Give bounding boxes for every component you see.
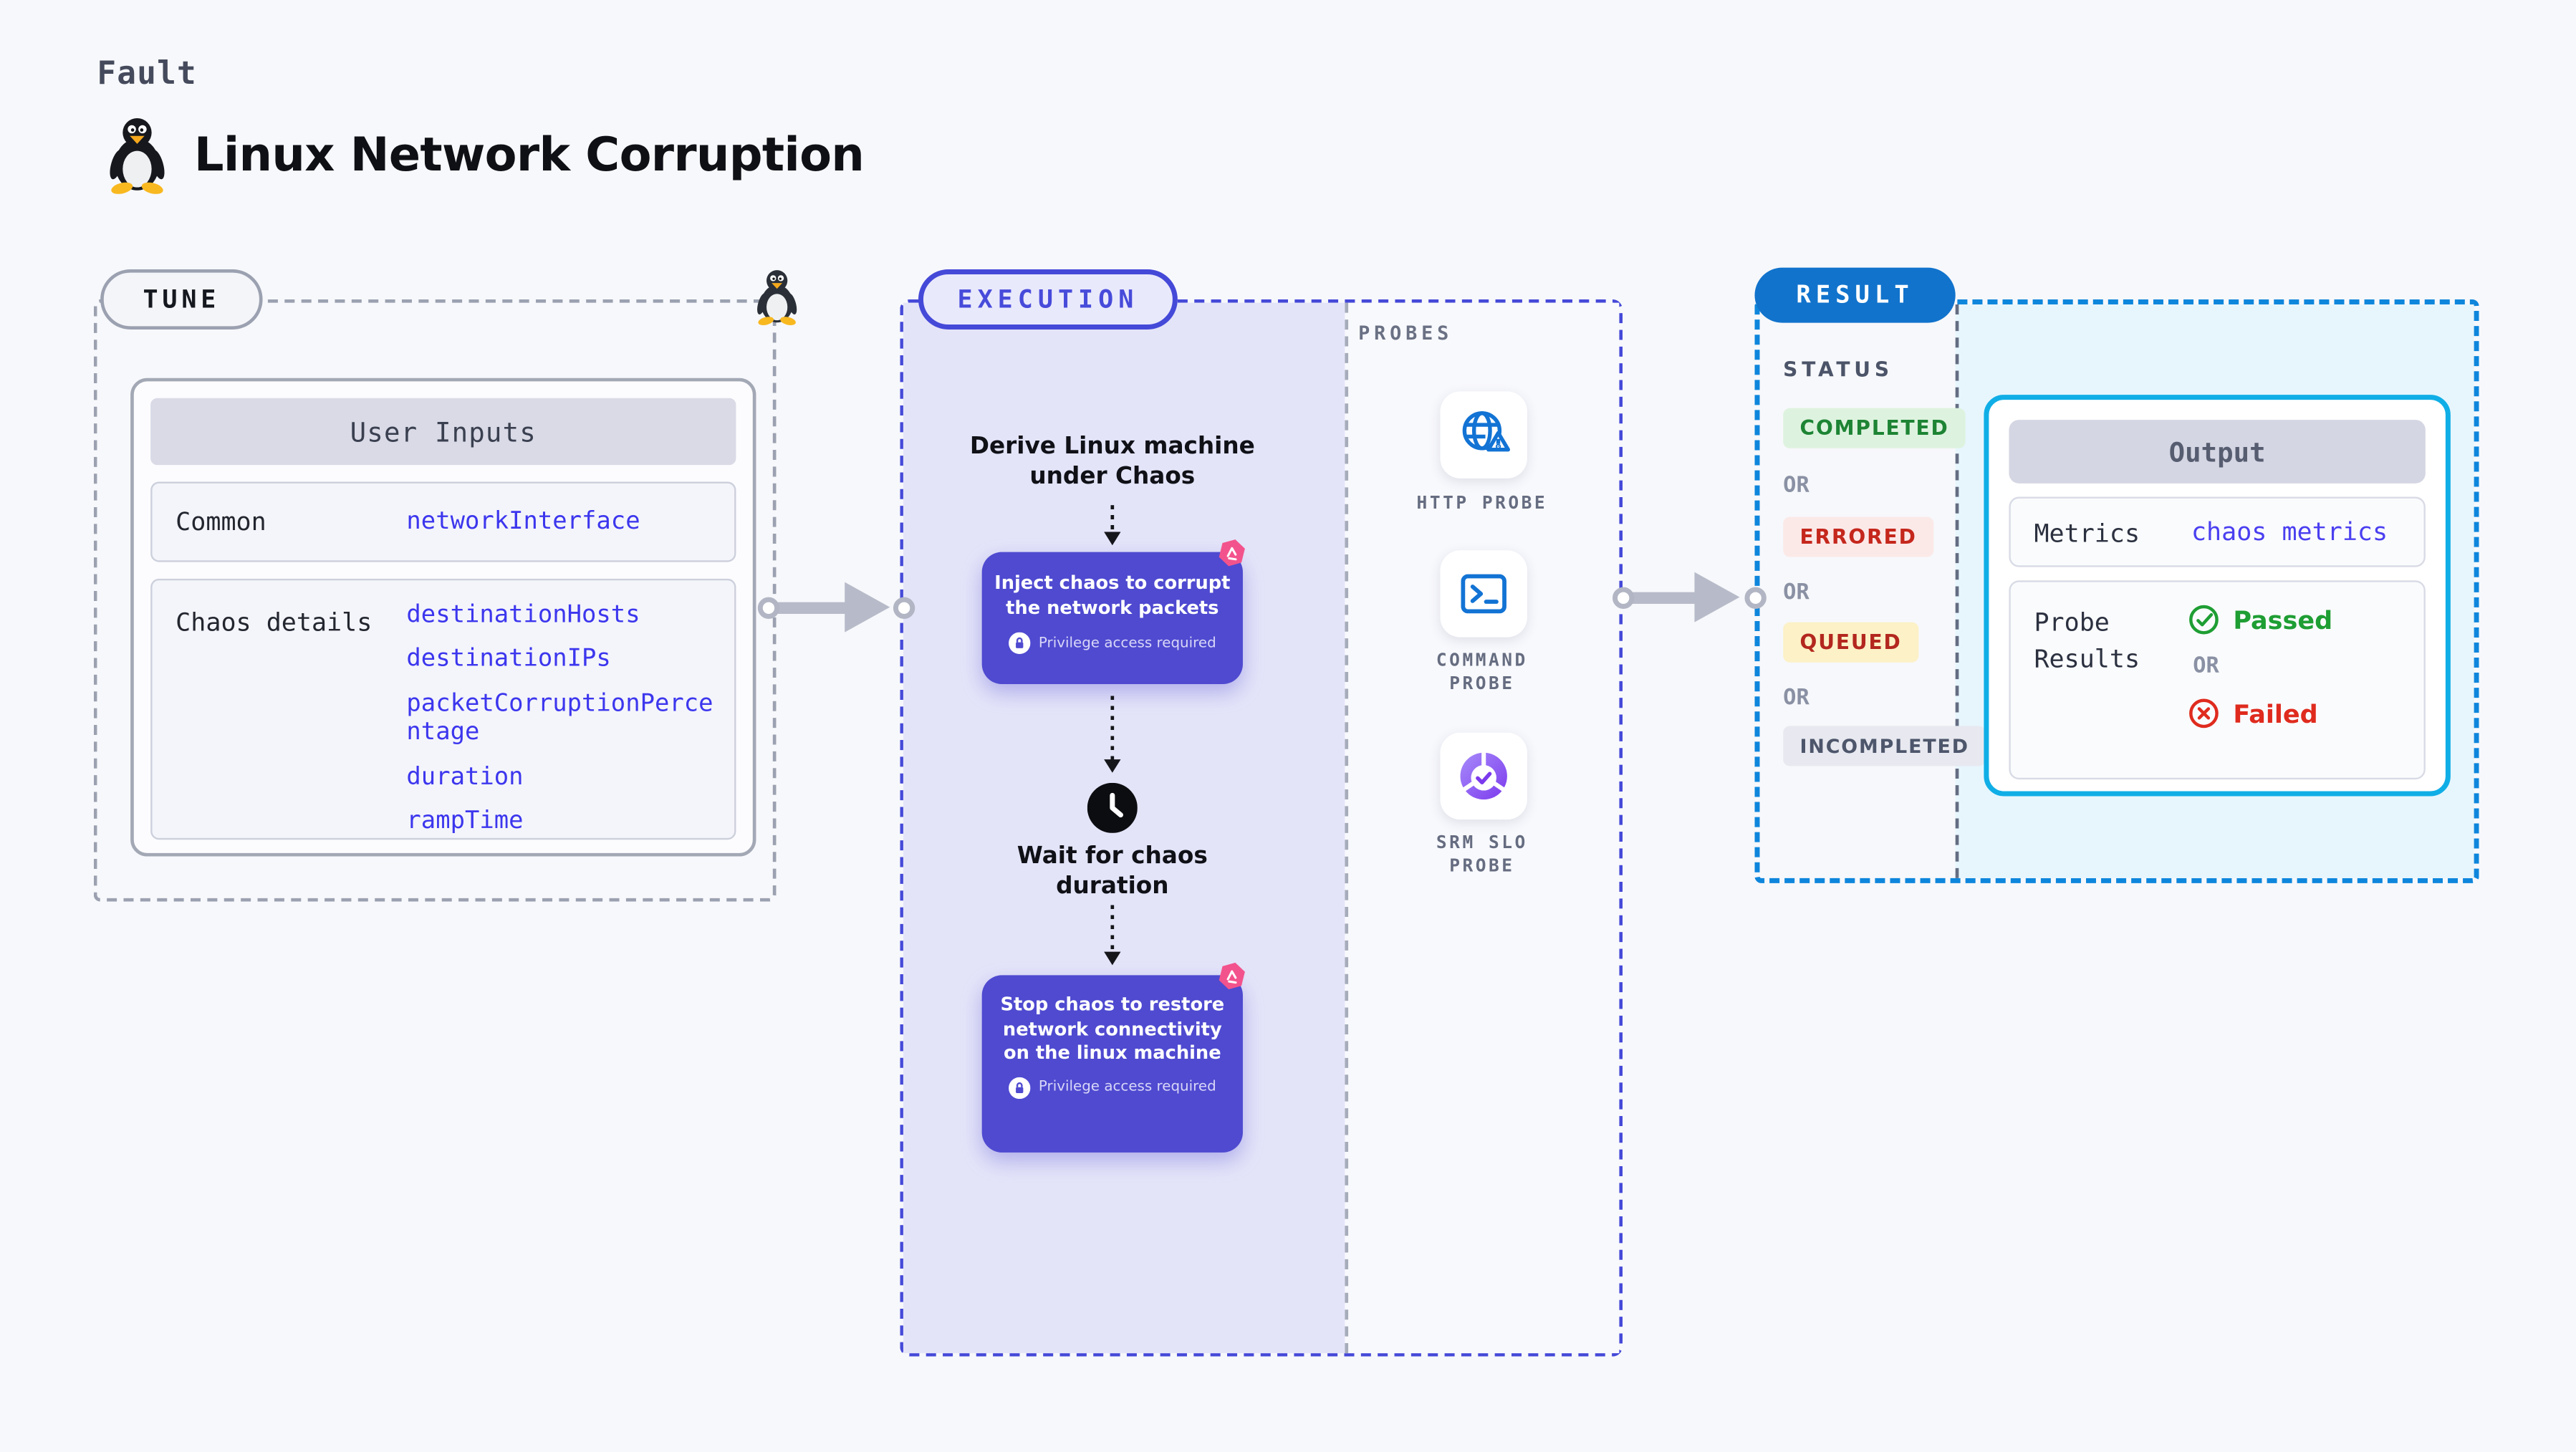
connector-node (1744, 586, 1766, 608)
failed-label: Failed (2233, 698, 2318, 729)
or-separator: OR (2193, 654, 2219, 680)
privilege-note: Privilege access required (1038, 1079, 1216, 1096)
terminal-icon (1461, 574, 1506, 614)
input-value: duration (406, 764, 524, 791)
passed-label: Passed (2233, 605, 2333, 635)
input-value: networkInterface (406, 508, 640, 536)
lock-icon (1008, 632, 1031, 655)
stop-chaos-step: Stop chaos to restore network connectivi… (981, 975, 1243, 1153)
connector-line (772, 601, 847, 613)
connector-node (1611, 586, 1634, 608)
http-probe-card (1440, 391, 1527, 479)
wait-step-text: Wait for chaos duration (1017, 842, 1208, 901)
probe-name: SRM SLO PROBE (1436, 832, 1528, 876)
input-value: packetCorruptionPercentage (406, 690, 713, 746)
chaos-logo-icon (1219, 539, 1245, 567)
fault-kicker: Fault (97, 55, 197, 92)
connector-arrow-icon (1694, 572, 1740, 622)
check-circle-icon (2189, 605, 2219, 635)
input-value: rampTime (406, 807, 524, 835)
probe-name: COMMAND PROBE (1436, 650, 1528, 694)
stop-step-title: Stop chaos to restore network connectivi… (1000, 994, 1225, 1064)
status-badge-queued: QUEUED (1783, 622, 1918, 663)
connector-arrow-icon (845, 582, 890, 633)
flow-arrow-icon (1104, 905, 1121, 966)
flow-arrow-icon (1104, 696, 1121, 773)
input-row-chaos-details: Chaos details destinationHosts destinati… (150, 578, 736, 840)
result-badge: RESULT (1754, 267, 1956, 323)
tux-penguin-icon (757, 270, 797, 325)
derive-step-text: Derive Linux machine under Chaos (969, 433, 1255, 491)
flow-arrow-icon (1104, 505, 1121, 546)
input-row-label: Common (176, 506, 266, 537)
tux-penguin-icon (110, 117, 165, 194)
input-value: destinationHosts (406, 602, 640, 629)
input-value: destinationIPs (406, 646, 611, 673)
status-label: STATUS (1783, 357, 1893, 382)
clock-icon (1087, 782, 1138, 833)
output-card: Output Metrics chaos metrics Probe Resul… (1984, 395, 2451, 797)
lock-icon (1008, 1076, 1031, 1099)
execution-badge: EXECUTION (918, 269, 1178, 330)
chaos-logo-icon (1219, 962, 1245, 990)
connector-line (1625, 591, 1696, 603)
inject-chaos-step: Inject chaos to corrupt the network pack… (981, 552, 1243, 685)
probes-label: PROBES (1358, 321, 1453, 345)
status-badge-incompleted: INCOMPLETED (1783, 726, 1986, 766)
or-separator: OR (1783, 473, 1810, 499)
globe-alert-icon (1462, 411, 1510, 452)
command-probe-card (1440, 550, 1527, 638)
page-title: Linux Network Corruption (193, 127, 865, 183)
tune-badge: TUNE (100, 269, 263, 330)
input-row-label: Chaos details (176, 607, 373, 638)
metrics-label: Metrics (2034, 518, 2140, 549)
x-circle-icon (2189, 698, 2219, 729)
connector-node (893, 596, 915, 618)
connector-node (757, 596, 780, 618)
metrics-value: chaos metrics (2191, 516, 2388, 547)
privilege-note: Privilege access required (1038, 635, 1216, 652)
user-inputs-header: User Inputs (150, 398, 736, 466)
metrics-row: Metrics chaos metrics (2009, 496, 2426, 567)
or-separator: OR (1783, 686, 1810, 711)
execution-section (900, 299, 1623, 1357)
or-separator: OR (1783, 580, 1810, 606)
status-badge-errored: ERRORED (1783, 516, 1934, 557)
slo-donut-icon (1460, 751, 1507, 800)
inject-step-title: Inject chaos to corrupt the network pack… (994, 572, 1231, 618)
probe-results-label: Probe Results (2034, 607, 2140, 674)
input-row-common: Common networkInterface (150, 481, 736, 562)
probe-name: HTTP PROBE (1416, 493, 1548, 514)
probe-results-row: Probe Results Passed OR Failed (2009, 580, 2426, 780)
user-inputs-card: User Inputs Common networkInterface Chao… (130, 378, 756, 857)
srm-slo-probe-card (1440, 732, 1527, 820)
status-badge-completed: COMPLETED (1783, 408, 1966, 448)
output-header: Output (2009, 420, 2426, 484)
